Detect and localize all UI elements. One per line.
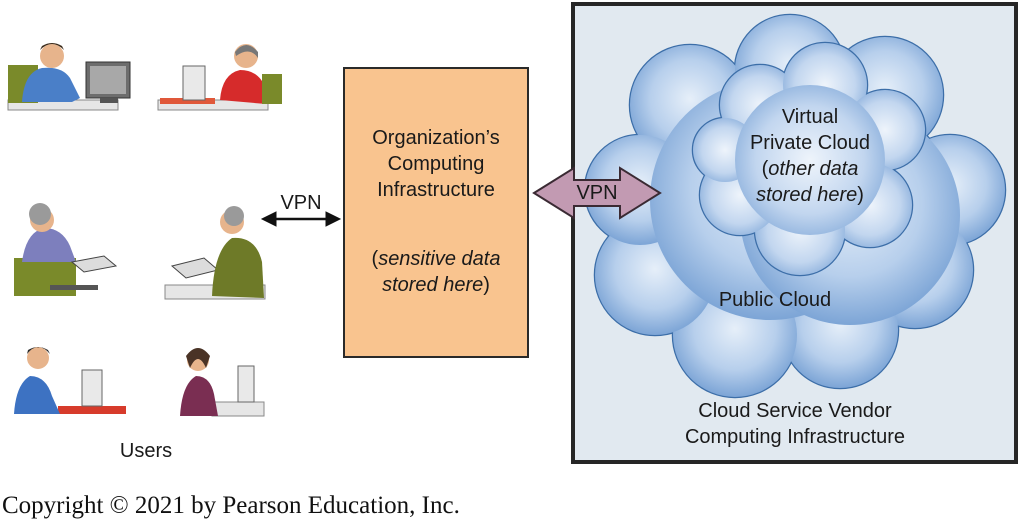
organization-note: (sensitive data stored here) <box>343 246 529 298</box>
organization-note-line2: stored here) <box>382 274 490 296</box>
organization-title-line2: Computing <box>387 153 485 175</box>
organization-note-line1: (sensitive data <box>371 248 501 270</box>
users-label: Users <box>119 440 173 462</box>
vendor-label-line2: Computing Infrastructure <box>684 426 906 448</box>
private-cloud-line1: Virtual <box>781 106 839 128</box>
vendor-label-line1: Cloud Service Vendor <box>698 400 892 422</box>
vpn-right-label: VPN <box>576 182 618 204</box>
public-cloud-label: Public Cloud <box>718 289 832 311</box>
user-figure-2 <box>157 44 282 111</box>
user-figure-4 <box>164 206 266 300</box>
private-cloud-label: Virtual Private Cloud (other data stored… <box>725 104 895 208</box>
private-cloud-line2: Private Cloud <box>749 132 871 154</box>
organization-title-line1: Organization’s <box>372 127 500 149</box>
private-cloud-line4-text: stored here <box>756 184 858 206</box>
organization-note-text1: sensitive data <box>378 248 501 270</box>
vpn-connection-arrow <box>260 211 342 227</box>
user-figure-6 <box>180 348 265 417</box>
organization-title-line3: Infrastructure <box>377 179 495 201</box>
vpn-left-label: VPN <box>280 192 322 214</box>
copyright-text: Copyright © 2021 by Pearson Education, I… <box>2 492 460 519</box>
user-figure-1 <box>7 43 131 111</box>
user-figure-5 <box>14 347 126 414</box>
organization-note-text2: stored here <box>382 274 484 296</box>
private-cloud-icon <box>691 41 927 277</box>
organization-infrastructure-box <box>343 67 529 358</box>
private-cloud-line4: stored here) <box>756 184 864 206</box>
vendor-label: Cloud Service Vendor Computing Infrastru… <box>640 398 950 450</box>
private-cloud-line3-text: other data <box>768 158 859 180</box>
private-cloud-line3: (other data <box>761 158 859 180</box>
user-figure-3 <box>14 203 118 296</box>
organization-title: Organization’s Computing Infrastructure <box>343 125 529 203</box>
vpn-tunnel-arrow <box>532 166 662 220</box>
